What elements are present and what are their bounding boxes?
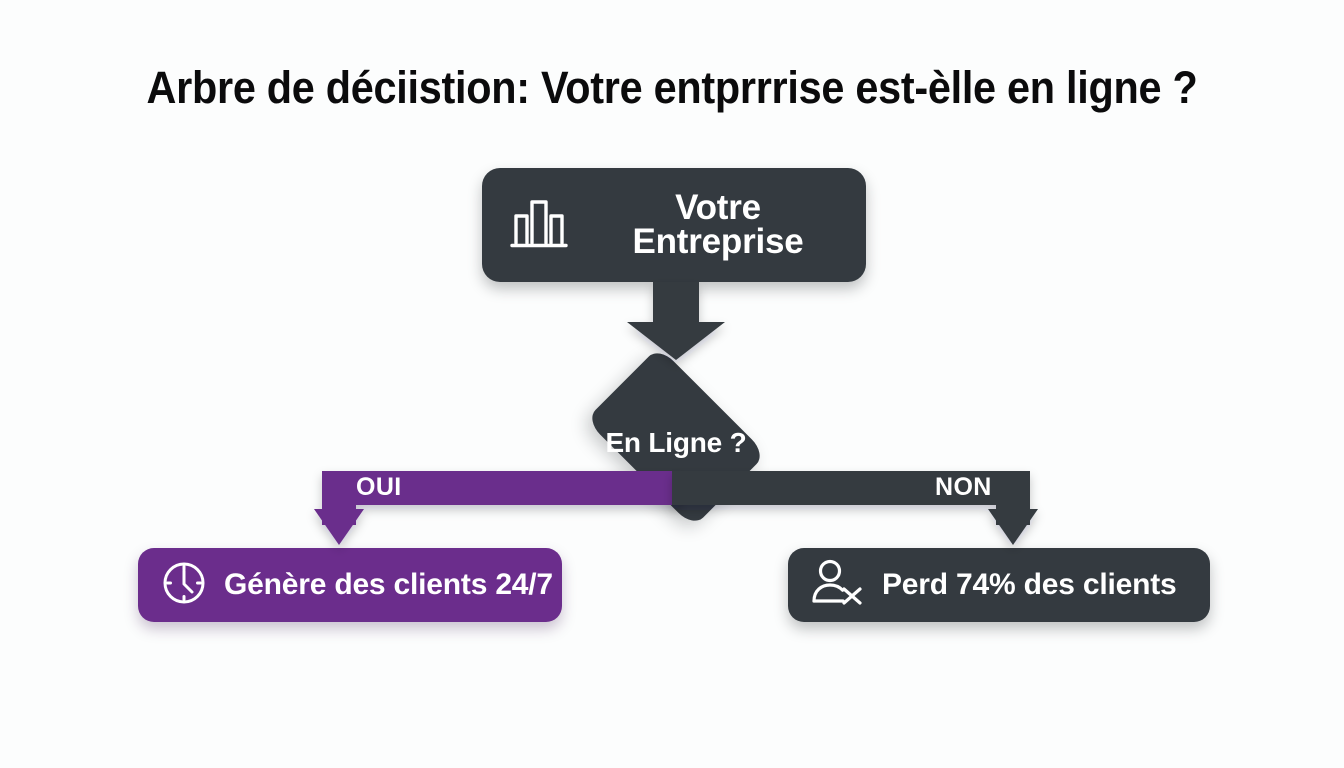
node-root-label-line2: Entreprise — [632, 222, 804, 261]
buildings-icon — [508, 194, 570, 257]
node-root-company[interactable]: Votre Entreprise — [482, 168, 866, 282]
node-decision-label: En Ligne ? — [605, 427, 747, 458]
clock-icon — [160, 559, 208, 612]
node-outcome-yes-label: Génère des clients 24/7 — [224, 568, 553, 601]
page-title: Arbre de déciistion: Votre entprrrise es… — [146, 62, 1198, 113]
node-outcome-no-label: Perd 74% des clients — [882, 568, 1177, 601]
node-outcome-yes[interactable]: Génère des clients 24/7 — [138, 548, 562, 622]
connector-root-to-decision — [627, 282, 725, 360]
node-decision-online[interactable]: En Ligne ? — [564, 346, 788, 528]
node-root-label: Votre Entreprise — [588, 187, 866, 261]
branch-label-oui: OUI — [356, 473, 402, 501]
user-remove-icon — [810, 558, 866, 613]
node-outcome-no[interactable]: Perd 74% des clients — [788, 548, 1210, 622]
branch-label-non: NON — [935, 473, 992, 501]
node-root-label-line1: Votre — [675, 187, 761, 227]
